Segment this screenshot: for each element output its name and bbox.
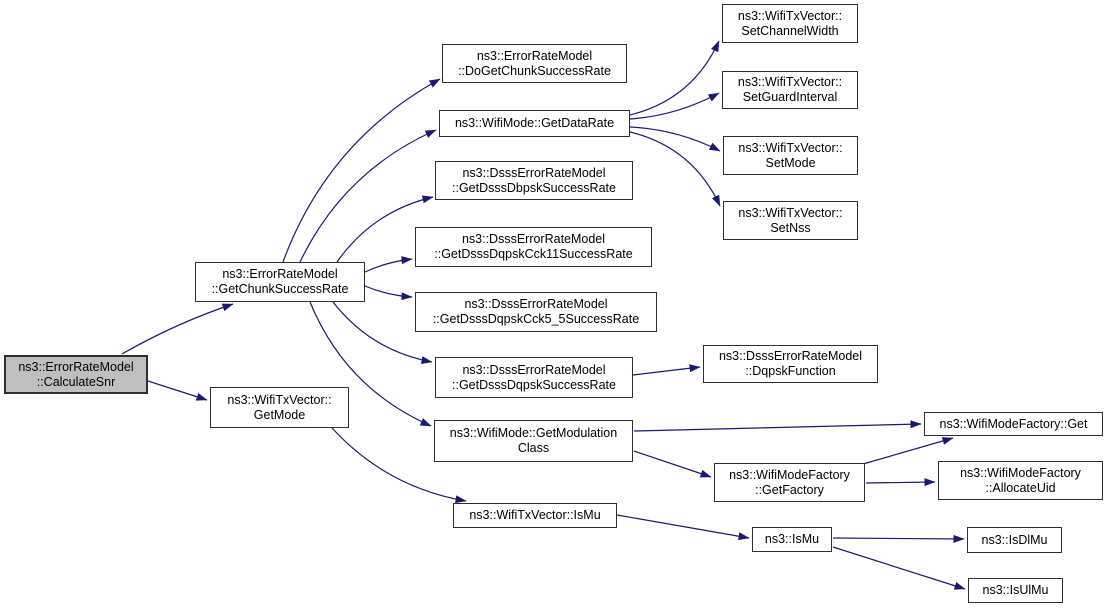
edge-get-chunk-success-rate-to-do-get-chunk-success-rate: [282, 78, 441, 263]
node-label-line: ::GetChunkSuccessRate: [211, 282, 349, 296]
edge-wifitxvector-is-mu-to-ns3-is-mu: [616, 514, 750, 541]
node-label-line: SetChannelWidth: [741, 23, 839, 38]
graph-node-set-nss[interactable]: ns3::WifiTxVector::SetNss: [723, 201, 858, 240]
node-label-line: ::GetDsssDqpskCck11SuccessRate: [434, 247, 633, 261]
node-label-line: ::AllocateUid: [985, 480, 1056, 495]
edge-get-chunk-success-rate-to-get-dsss-dqpsk-success-rate: [332, 301, 433, 365]
graph-node-wifitxvector-get-mode[interactable]: ns3::WifiTxVector::GetMode: [210, 387, 349, 428]
node-label-line: ns3::WifiTxVector::: [738, 140, 843, 155]
node-label-line: ::GetDsssDqpskCck5_5SuccessRate: [432, 312, 640, 326]
graph-node-get-factory[interactable]: ns3::WifiModeFactory::GetFactory: [714, 463, 865, 502]
node-label-line: ns3::WifiTxVector::: [737, 75, 843, 89]
node-label-line: ::GetDsssDbpskSuccessRate: [452, 180, 616, 195]
edge-calculate-snr-to-get-chunk-success-rate: [121, 303, 234, 355]
graph-node-dqpsk-function[interactable]: ns3::DsssErrorRateModel::DqpskFunction: [703, 345, 878, 383]
node-label-line: SetMode: [765, 155, 816, 170]
edge-wifimode-get-data-rate-to-set-nss: [629, 131, 721, 207]
graph-node-is-dl-mu[interactable]: ns3::IsDlMu: [967, 527, 1062, 553]
graph-node-set-mode[interactable]: ns3::WifiTxVector::SetMode: [723, 136, 858, 175]
node-label-line: ns3::WifiModeFactory: [729, 467, 850, 482]
graph-node-set-channel-width[interactable]: ns3::WifiTxVector::SetChannelWidth: [722, 4, 858, 43]
edge-wifimode-get-data-rate-to-set-mode: [629, 126, 721, 152]
edge-get-chunk-success-rate-to-wifimode-get-data-rate: [299, 129, 437, 263]
graph-node-ns3-is-mu[interactable]: ns3::IsMu: [752, 527, 832, 552]
edge-get-dsss-dqpsk-success-rate-to-dqpsk-function: [632, 364, 701, 376]
node-label-line: ns3::DsssErrorRateModel: [462, 362, 606, 377]
node-label-line: ns3::DsssErrorRateModel: [461, 232, 606, 246]
edge-ns3-is-mu-to-is-ul-mu: [832, 546, 966, 590]
graph-node-is-ul-mu[interactable]: ns3::IsUlMu: [968, 578, 1063, 603]
node-label-line: ns3::WifiTxVector::: [738, 205, 843, 220]
edge-get-chunk-success-rate-to-wifimode-get-modulation-class: [309, 301, 432, 427]
graph-node-set-guard-interval[interactable]: ns3::WifiTxVector::SetGuardInterval: [722, 71, 858, 109]
node-label-line: ::DqpskFunction: [745, 364, 836, 378]
graph-node-wifitxvector-is-mu[interactable]: ns3::WifiTxVector::IsMu: [453, 503, 617, 528]
node-label-line: ns3::WifiModeFactory: [960, 465, 1081, 480]
node-label-line: ns3::IsUlMu: [982, 583, 1049, 597]
edge-get-chunk-success-rate-to-get-dsss-dqpsk-cck5-5-success-rate: [364, 285, 413, 301]
node-label-line: SetNss: [770, 220, 811, 235]
node-label-line: ::CalculateSnr: [36, 374, 116, 389]
graph-node-do-get-chunk-success-rate[interactable]: ns3::ErrorRateModel::DoGetChunkSuccessRa…: [442, 44, 627, 83]
node-label-line: ns3::WifiTxVector::: [227, 392, 332, 407]
edge-wifimode-get-modulation-class-to-get-factory: [633, 450, 712, 478]
edge-wifimode-get-data-rate-to-set-guard-interval: [629, 92, 720, 120]
node-label-line: ns3::IsMu: [764, 532, 820, 546]
node-label-line: ns3::DsssErrorRateModel: [462, 165, 606, 180]
node-label-line: ns3::WifiModeFactory::Get: [939, 416, 1088, 431]
edge-get-chunk-success-rate-to-get-dsss-dqpsk-cck11-success-rate: [364, 256, 413, 273]
edge-ns3-is-mu-to-is-dl-mu: [832, 534, 965, 543]
node-label-line: GetMode: [253, 407, 306, 422]
node-label-line: ns3::ErrorRateModel: [222, 267, 338, 281]
node-label-line: ns3::WifiMode::GetModulation: [449, 426, 618, 440]
graph-node-allocate-uid[interactable]: ns3::WifiModeFactory::AllocateUid: [938, 461, 1103, 500]
edge-calculate-snr-to-wifitxvector-get-mode: [147, 380, 208, 401]
graph-node-get-dsss-dqpsk-cck11-success-rate[interactable]: ns3::DsssErrorRateModel::GetDsssDqpskCck…: [415, 227, 652, 267]
graph-node-calculate-snr: ns3::ErrorRateModel::CalculateSnr: [4, 355, 148, 394]
node-label-line: Class: [517, 441, 550, 455]
edge-get-chunk-success-rate-to-get-dsss-dbpsk-success-rate: [336, 195, 434, 263]
graph-node-get-chunk-success-rate[interactable]: ns3::ErrorRateModel::GetChunkSuccessRate: [195, 262, 365, 302]
node-label-line: ::DoGetChunkSuccessRate: [458, 63, 611, 78]
graph-node-get-dsss-dqpsk-cck5-5-success-rate[interactable]: ns3::DsssErrorRateModel::GetDsssDqpskCck…: [415, 292, 657, 332]
node-label-line: ns3::DsssErrorRateModel: [718, 349, 863, 363]
node-label-line: ns3::WifiTxVector::IsMu: [469, 508, 601, 522]
node-label-line: ::GetFactory: [755, 482, 824, 497]
node-label-line: ns3::DsssErrorRateModel: [464, 297, 608, 311]
node-label-line: ns3::ErrorRateModel: [476, 48, 593, 63]
node-label-line: ns3::IsDlMu: [981, 532, 1048, 547]
graph-node-wifimodefactory-get[interactable]: ns3::WifiModeFactory::Get: [924, 412, 1103, 436]
edge-get-factory-to-allocate-uid: [865, 478, 936, 487]
edge-get-factory-to-wifimodefactory-get: [862, 437, 954, 465]
node-label-line: ns3::WifiMode::GetDataRate: [454, 116, 615, 130]
edge-wifimode-get-modulation-class-to-wifimodefactory-get: [633, 420, 922, 432]
node-label-line: SetGuardInterval: [742, 90, 838, 104]
graph-node-get-dsss-dbpsk-success-rate[interactable]: ns3::DsssErrorRateModel::GetDsssDbpskSuc…: [435, 161, 633, 200]
graph-node-wifimode-get-data-rate[interactable]: ns3::WifiMode::GetDataRate: [439, 110, 630, 137]
edge-wifitxvector-get-mode-to-wifitxvector-is-mu: [331, 427, 467, 504]
node-label-line: ns3::ErrorRateModel: [18, 359, 134, 374]
graph-node-get-dsss-dqpsk-success-rate[interactable]: ns3::DsssErrorRateModel::GetDsssDqpskSuc…: [435, 357, 633, 398]
node-label-line: ns3::WifiTxVector::: [737, 8, 843, 23]
node-label-line: ::GetDsssDqpskSuccessRate: [452, 377, 616, 392]
edge-wifimode-get-data-rate-to-set-channel-width: [629, 40, 720, 116]
